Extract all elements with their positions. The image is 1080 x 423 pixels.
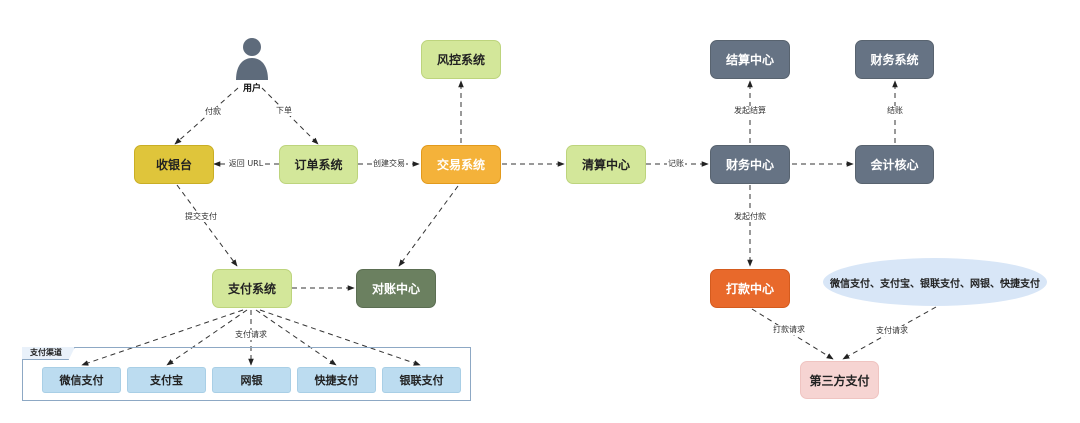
channel-netbank[interactable]: 网银	[212, 367, 291, 393]
accounting-core-node[interactable]: 会计核心	[855, 145, 934, 184]
payment-channel-group-title: 支付渠道	[22, 347, 75, 360]
user-person-icon	[236, 38, 268, 80]
edge-payment-alipay	[166, 309, 248, 366]
channel-quick-pay[interactable]: 快捷支付	[297, 367, 376, 393]
edge-label-create-trade: 创建交易	[372, 159, 406, 169]
third-party-channels-ellipse[interactable]: 微信支付、支付宝、银联支付、网银、快捷支付	[823, 258, 1047, 306]
user-label: 用户	[242, 84, 262, 94]
edge-label-third-payment-request: 支付请求	[875, 326, 909, 336]
third-party-payment-node[interactable]: 第三方支付	[800, 361, 879, 399]
risk-control-node[interactable]: 风控系统	[421, 40, 501, 79]
payment-system-node[interactable]: 支付系统	[212, 269, 292, 308]
channel-wechat-pay[interactable]: 微信支付	[42, 367, 121, 393]
edge-label-settle-accounts: 结账	[886, 106, 904, 116]
order-system-node[interactable]: 订单系统	[279, 145, 358, 184]
edge-label-bookkeeping: 记账	[667, 159, 685, 169]
edge-label-payment-request: 支付请求	[234, 330, 268, 340]
clearing-center-node[interactable]: 清算中心	[566, 145, 646, 184]
trade-system-node[interactable]: 交易系统	[421, 145, 501, 184]
channel-unionpay[interactable]: 银联支付	[382, 367, 461, 393]
edge-payment-unionpay	[259, 309, 421, 366]
cashier-node[interactable]: 收银台	[134, 145, 214, 184]
finance-center-node[interactable]: 财务中心	[710, 145, 790, 184]
edge-label-initiate-payment: 发起付款	[733, 212, 767, 222]
edge-label-return-url: 返回 URL	[227, 159, 265, 169]
edge-label-payout-request: 打款请求	[772, 325, 806, 335]
settlement-center-node[interactable]: 结算中心	[710, 40, 790, 79]
payment-channel-group	[22, 347, 471, 401]
reconciliation-center-node[interactable]: 对账中心	[356, 269, 436, 308]
edge-label-submit-payment: 提交支付	[184, 212, 218, 222]
payout-center-node[interactable]: 打款中心	[710, 269, 790, 308]
edge-payment-wechat	[81, 309, 244, 366]
edge-user-order	[261, 87, 319, 145]
edge-label-initiate-settlement: 发起结算	[733, 106, 767, 116]
edge-label-pay: 付款	[204, 107, 222, 117]
edge-label-place-order: 下单	[275, 106, 293, 116]
edge-trade-reconcile	[398, 185, 459, 267]
edge-payment-quick	[255, 309, 337, 366]
edge-cashier-payment	[176, 184, 238, 267]
channel-alipay[interactable]: 支付宝	[127, 367, 206, 393]
finance-system-node[interactable]: 财务系统	[855, 40, 934, 79]
